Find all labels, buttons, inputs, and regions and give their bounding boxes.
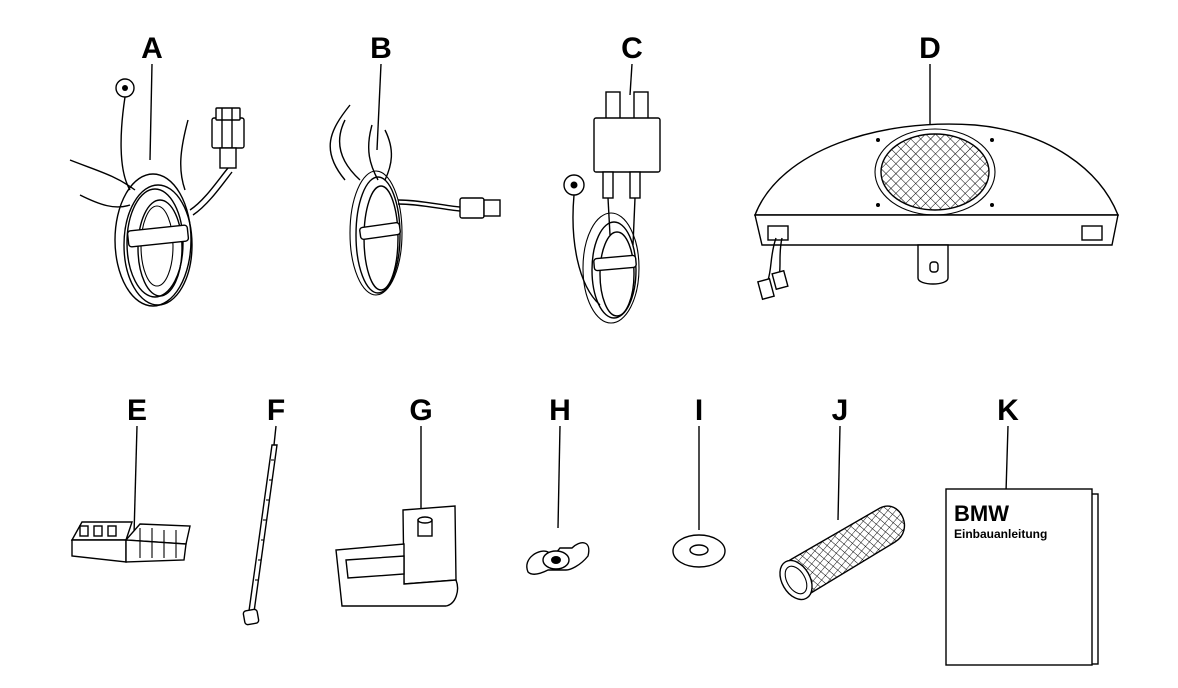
part-d-speaker-housing: D — [753, 32, 1120, 301]
part-i-washer: I — [672, 394, 726, 568]
manual-title: Einbauanleitung — [954, 527, 1047, 541]
label-k: K — [997, 394, 1019, 427]
label-i: I — [695, 394, 703, 427]
label-a: A — [141, 32, 163, 65]
label-f: F — [267, 394, 285, 427]
part-e-connector-block: E — [70, 394, 191, 563]
label-h: H — [549, 394, 571, 427]
part-j-mesh-sleeve: J — [779, 394, 906, 601]
part-f-cable-tie: F — [242, 394, 285, 626]
part-b-wire-loom: B — [329, 32, 501, 296]
manual-brand: BMW — [954, 501, 1009, 526]
label-c: C — [621, 32, 643, 65]
label-g: G — [409, 394, 432, 427]
part-k-installation-manual: K BMW Einbauanleitung — [945, 394, 1099, 666]
part-c-relay-cable: C — [563, 32, 661, 324]
part-a-wiring-harness: A — [69, 32, 245, 307]
label-j: J — [832, 394, 849, 427]
label-b: B — [370, 32, 392, 65]
label-d: D — [919, 32, 941, 65]
label-e: E — [127, 394, 147, 427]
part-g-bracket: G — [335, 394, 459, 607]
part-h-wing-nut: H — [526, 394, 590, 575]
